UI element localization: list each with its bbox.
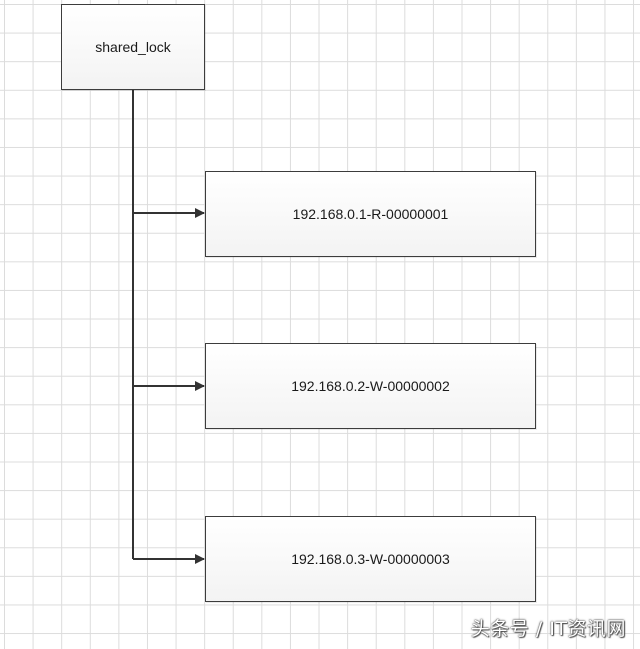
child-node-2-label: 192.168.0.2-W-00000002 <box>291 378 450 394</box>
child-node-3-label: 192.168.0.3-W-00000003 <box>291 551 450 567</box>
watermark: 头条号 / IT资讯网 <box>470 618 626 640</box>
child-node-3: 192.168.0.3-W-00000003 <box>205 516 536 602</box>
root-node-label: shared_lock <box>95 39 171 55</box>
child-node-1-label: 192.168.0.1-R-00000001 <box>292 206 449 222</box>
child-node-1: 192.168.0.1-R-00000001 <box>205 171 536 257</box>
root-node-shared-lock: shared_lock <box>61 4 205 90</box>
child-node-2: 192.168.0.2-W-00000002 <box>205 343 536 429</box>
